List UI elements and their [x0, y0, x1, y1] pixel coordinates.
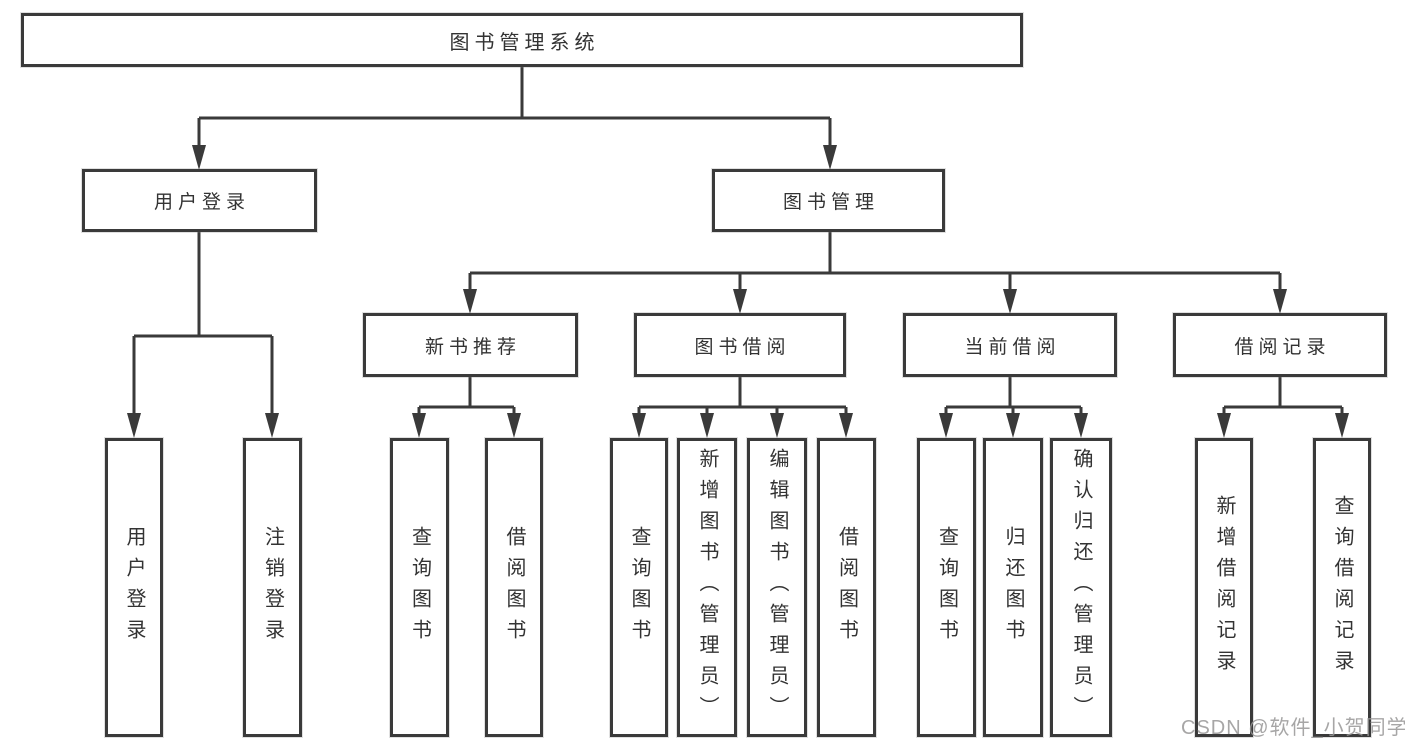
leaf-current-confirm-label: 确认归还（管理员）	[1070, 448, 1092, 727]
leaf-records-add: 新增借阅记录	[1195, 438, 1253, 737]
node-new-book-recommend: 新书推荐	[363, 313, 578, 377]
arrowhead	[700, 413, 714, 438]
leaf-current-query-label: 查询图书	[935, 525, 958, 650]
arrowhead	[1273, 289, 1287, 314]
leaf-current-confirm: 确认归还（管理员）	[1050, 438, 1112, 737]
leaf-bookborrow-add: 新增图书（管理员）	[677, 438, 737, 737]
arrowhead	[192, 145, 206, 170]
arrowhead	[1074, 413, 1088, 438]
leaf-bookborrow-query-label: 查询图书	[628, 525, 650, 650]
node-book-management-label: 图书管理	[782, 192, 879, 213]
leaf-newbook-query-label: 查询图书	[408, 525, 431, 650]
arrowhead	[507, 413, 521, 438]
node-borrow-records-label: 借阅记录	[1234, 336, 1331, 358]
node-user-login-label: 用户登录	[153, 192, 250, 213]
node-current-borrow: 当前借阅	[903, 313, 1117, 377]
node-current-borrow-label: 当前借阅	[964, 336, 1061, 358]
node-book-borrow-label: 图书借阅	[694, 336, 791, 358]
arrowhead	[632, 413, 646, 438]
connector-root-to-level2	[197, 66, 832, 148]
node-root: 图书管理系统	[21, 13, 1023, 67]
leaf-current-return: 归还图书	[983, 438, 1043, 737]
connector-current-borrow-children	[944, 377, 1083, 416]
leaf-records-query: 查询借阅记录	[1313, 438, 1371, 737]
arrowhead	[1006, 413, 1020, 438]
arrowhead	[770, 413, 784, 438]
leaf-bookborrow-edit: 编辑图书（管理员）	[747, 438, 807, 737]
connector-book-borrow-children	[637, 377, 848, 416]
leaf-logout: 注销登录	[243, 438, 302, 737]
leaf-bookborrow-edit-label: 编辑图书（管理员）	[766, 448, 788, 727]
node-user-login: 用户登录	[82, 169, 317, 232]
connector-user-login-children	[132, 232, 274, 416]
arrowhead	[839, 413, 853, 438]
arrowhead	[1335, 413, 1349, 438]
leaf-records-add-label: 新增借阅记录	[1213, 494, 1235, 681]
leaf-current-query: 查询图书	[917, 438, 976, 737]
node-book-management: 图书管理	[712, 169, 945, 232]
leaf-newbook-borrow: 借阅图书	[485, 438, 543, 737]
watermark: CSDN @软件_小贺同学	[1181, 717, 1405, 739]
arrowhead	[127, 413, 141, 438]
connector-book-mgmt-to-level3	[468, 232, 1282, 292]
leaf-newbook-borrow-label: 借阅图书	[503, 525, 525, 650]
leaf-bookborrow-query: 查询图书	[610, 438, 668, 737]
leaf-bookborrow-borrow-label: 借阅图书	[835, 525, 858, 650]
node-root-label: 图书管理系统	[449, 31, 600, 54]
arrowheads	[127, 145, 1349, 438]
node-borrow-records: 借阅记录	[1173, 313, 1387, 377]
leaf-logout-label: 注销登录	[261, 525, 284, 650]
leaf-user-login-label: 用户登录	[123, 525, 145, 650]
node-book-borrow: 图书借阅	[634, 313, 846, 377]
arrowhead	[733, 289, 747, 314]
arrowhead	[463, 289, 477, 314]
arrowhead	[1003, 289, 1017, 314]
arrowhead	[939, 413, 953, 438]
leaf-bookborrow-add-label: 新增图书（管理员）	[696, 448, 718, 727]
leaf-newbook-query: 查询图书	[390, 438, 449, 737]
arrowhead	[265, 413, 279, 438]
leaf-records-query-label: 查询借阅记录	[1331, 494, 1353, 681]
connector-new-book-children	[417, 377, 516, 416]
leaf-bookborrow-borrow: 借阅图书	[817, 438, 876, 737]
node-new-book-recommend-label: 新书推荐	[424, 336, 521, 358]
leaf-user-login: 用户登录	[105, 438, 163, 737]
leaf-current-return-label: 归还图书	[1002, 525, 1024, 650]
arrowhead	[412, 413, 426, 438]
arrowhead	[1217, 413, 1231, 438]
arrowhead	[823, 145, 837, 170]
connector-borrow-record-children	[1222, 377, 1344, 416]
